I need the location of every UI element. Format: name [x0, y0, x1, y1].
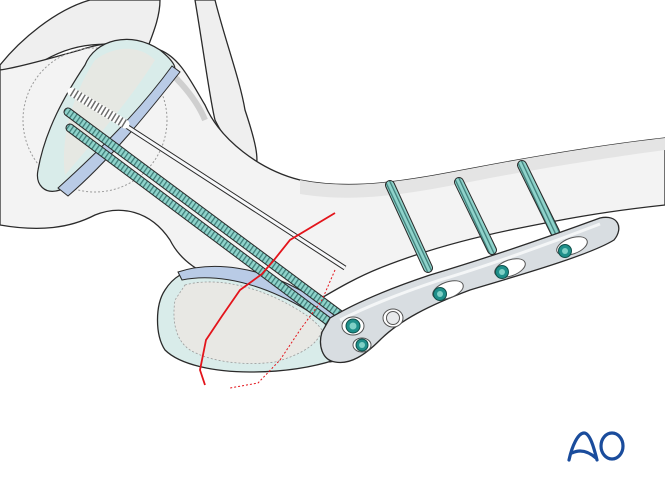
ao-logo — [567, 431, 625, 462]
guide-wire — [67, 87, 347, 271]
trochanter — [156, 265, 343, 373]
shaft-screws — [385, 160, 560, 273]
neck-screws — [63, 107, 347, 335]
locking-plate — [319, 216, 620, 364]
pelvis — [0, 0, 258, 171]
fracture-line — [199, 212, 336, 389]
